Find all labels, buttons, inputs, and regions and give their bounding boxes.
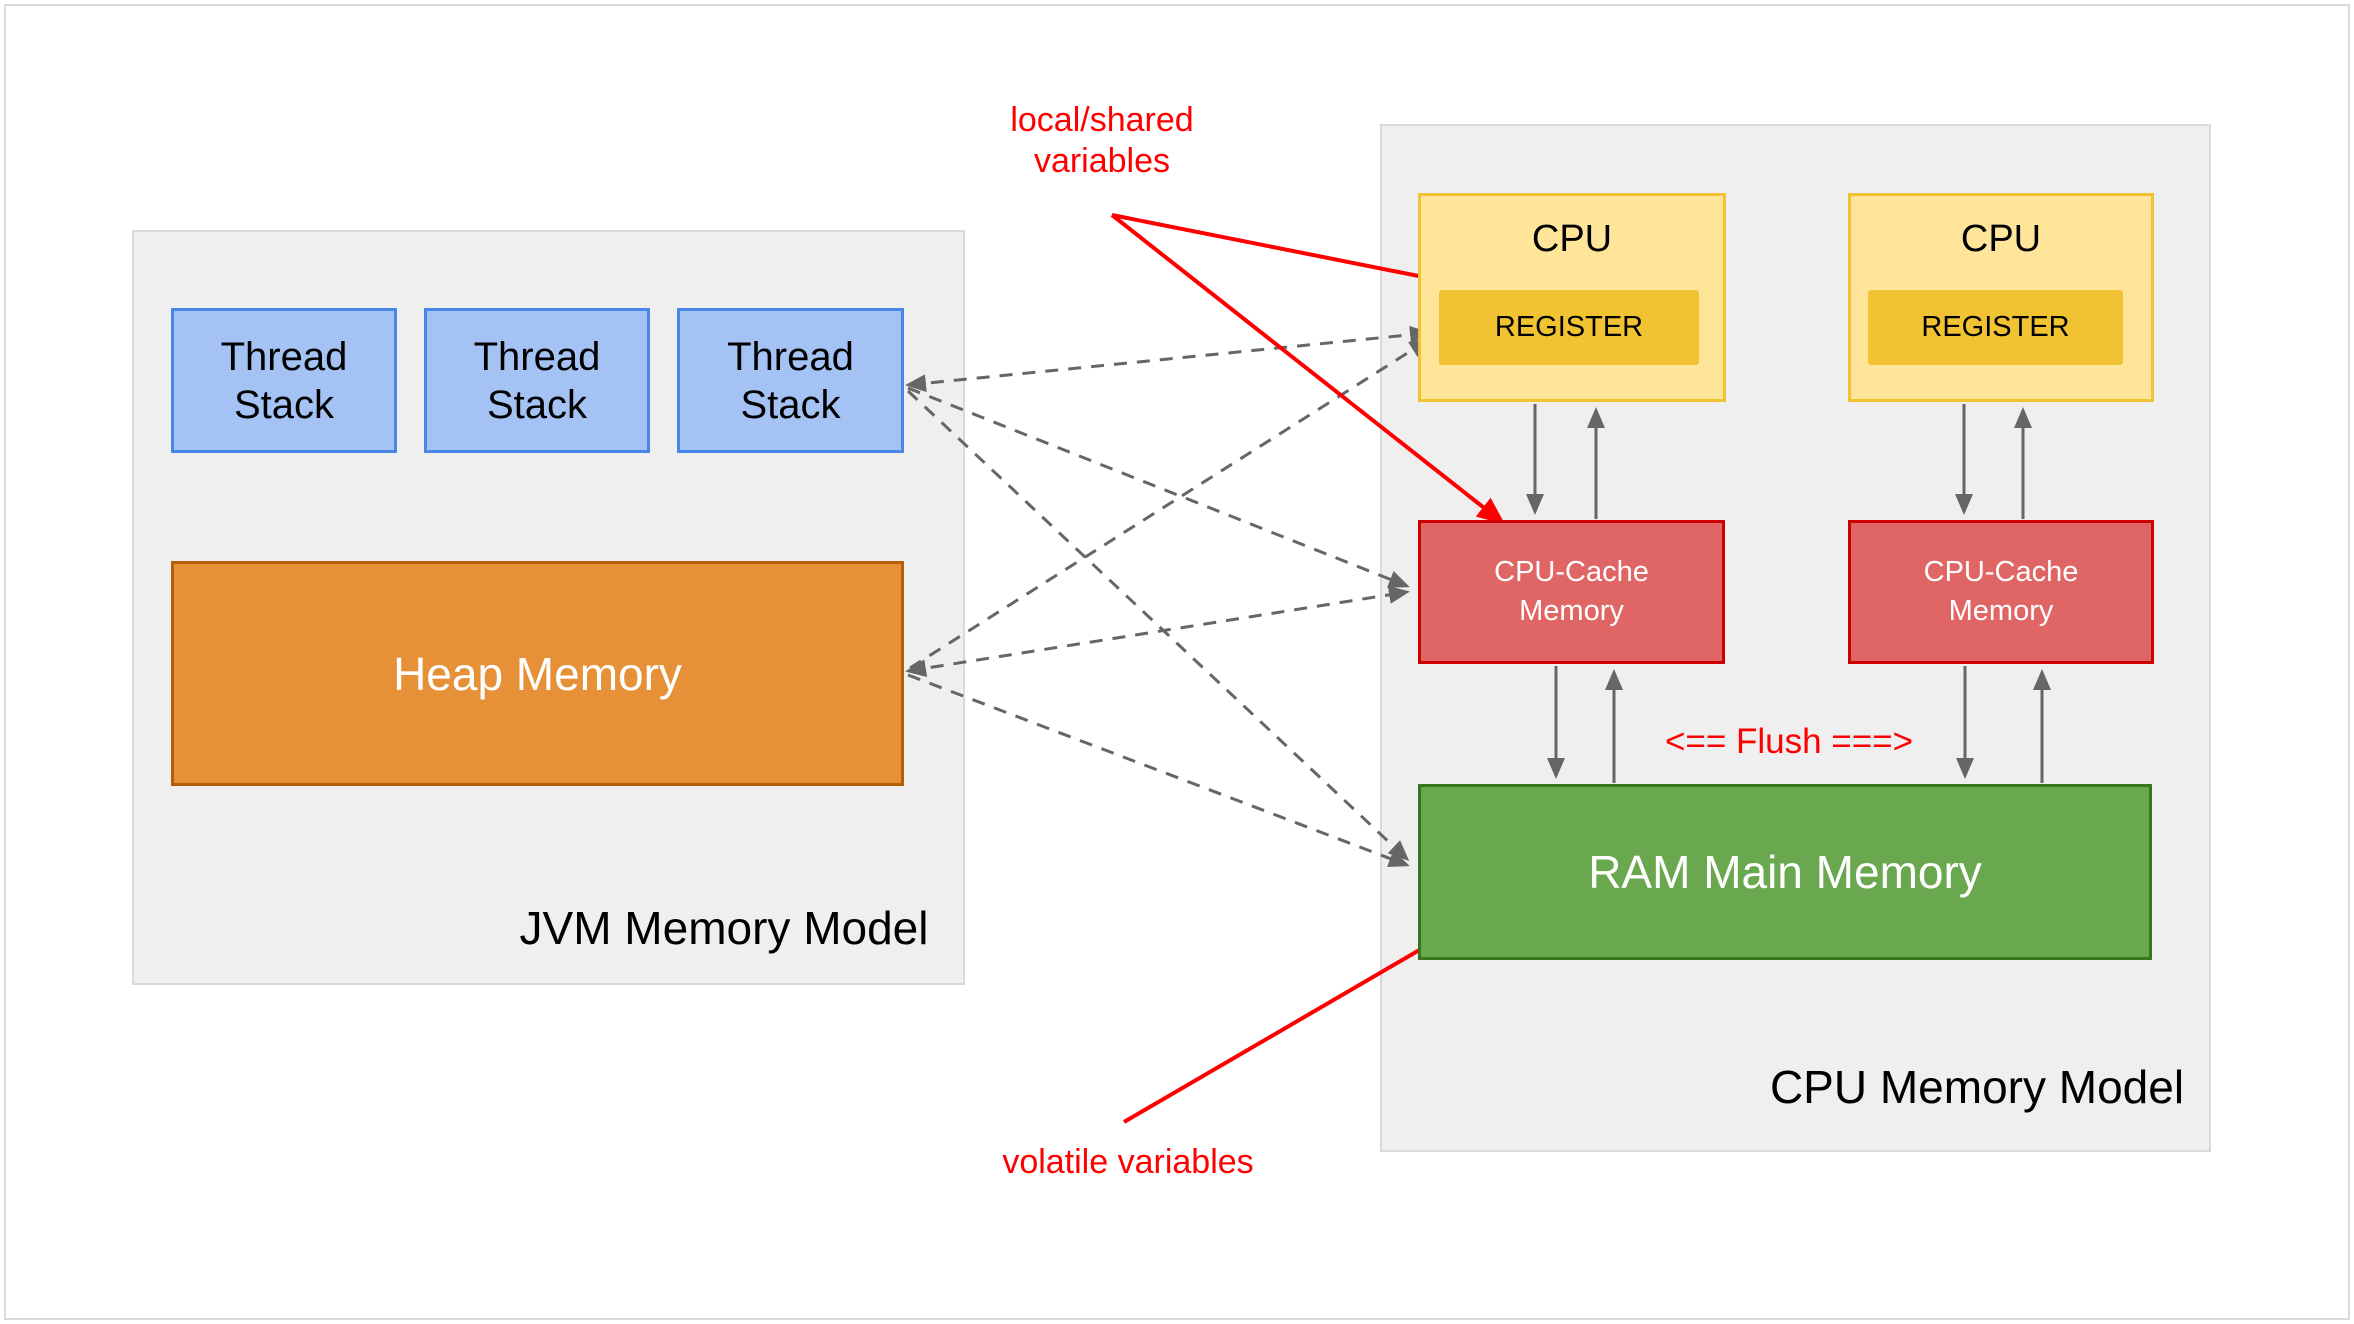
local-shared-variables-annotation: local/shared variables [1010, 101, 1194, 180]
heap-memory-box: Heap Memory [171, 561, 904, 786]
thread-stack-label: Thread Stack [727, 334, 854, 427]
thread-stack-box-2: Thread Stack [424, 308, 650, 453]
flush-annotation: <== Flush ===> [1664, 722, 1914, 761]
cpu-cache-box-2: CPU-Cache Memory [1848, 520, 2154, 664]
thread-stack-box-1: Thread Stack [171, 308, 397, 453]
cpu-cache-box-1: CPU-Cache Memory [1418, 520, 1725, 664]
dashed-connectors-thread-stack [905, 325, 1431, 862]
ram-main-memory-label: RAM Main Memory [1588, 846, 1982, 898]
cpu-cache-label: CPU-Cache Memory [1494, 555, 1649, 627]
volatile-variables-annotation: volatile variables [1002, 1143, 1254, 1181]
heap-memory-label: Heap Memory [393, 647, 682, 700]
register-box-1: REGISTER [1439, 290, 1699, 365]
jvm-panel-title: JVM Memory Model [519, 902, 929, 954]
register-label: REGISTER [1494, 311, 1644, 343]
thread-stack-label: Thread Stack [220, 334, 348, 427]
cpu-panel-title: CPU Memory Model [1769, 1061, 2185, 1113]
register-box-2: REGISTER [1868, 290, 2123, 365]
register-label: REGISTER [1921, 311, 2070, 343]
dashed-connectors-heap [905, 338, 1431, 868]
cpu-label: CPU [1960, 218, 2042, 260]
cpu-label: CPU [1531, 218, 1613, 260]
cpu-cache-label: CPU-Cache Memory [1923, 555, 2079, 627]
ram-main-memory-box: RAM Main Memory [1418, 784, 2152, 960]
thread-stack-box-3: Thread Stack [677, 308, 904, 453]
thread-stack-label: Thread Stack [473, 334, 601, 427]
